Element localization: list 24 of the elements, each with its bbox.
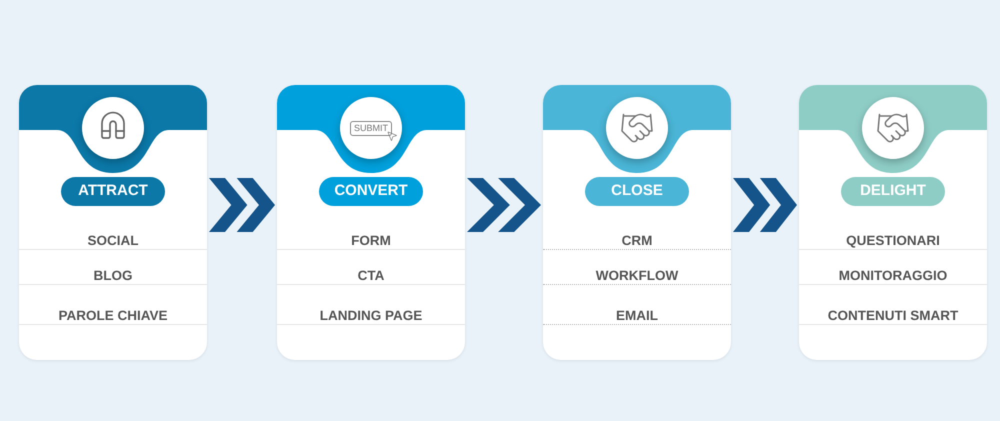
stage-pill: CLOSE [585, 177, 689, 206]
stage-card [799, 85, 987, 360]
stage-pill: ATTRACT [61, 177, 165, 206]
item-label: CONTENUTI SMART [828, 308, 958, 322]
chevron-arrow [467, 178, 541, 232]
item-label: MONITORAGGIO [838, 268, 948, 282]
stage-pill: CONVERT [319, 177, 423, 206]
item-label: CTA [358, 268, 384, 282]
stage-card [19, 85, 207, 360]
chevron-arrow [733, 178, 797, 232]
item-label: EMAIL [616, 308, 658, 322]
stage-pill: DELIGHT [841, 177, 945, 206]
stage-card [277, 85, 465, 360]
item-label: CRM [622, 234, 652, 247]
item-label: LANDING PAGE [320, 308, 422, 322]
item-label: WORKFLOW [596, 268, 678, 282]
item-label: QUESTIONARI [846, 234, 940, 247]
chevron-arrow [209, 178, 275, 232]
item-label: FORM [351, 234, 391, 247]
item-label: PAROLE CHIAVE [58, 308, 168, 322]
item-label: BLOG [94, 268, 132, 282]
item-label: SOCIAL [87, 234, 138, 247]
submit-button-icon: SUBMIT [350, 120, 392, 136]
stage-card [543, 85, 731, 360]
